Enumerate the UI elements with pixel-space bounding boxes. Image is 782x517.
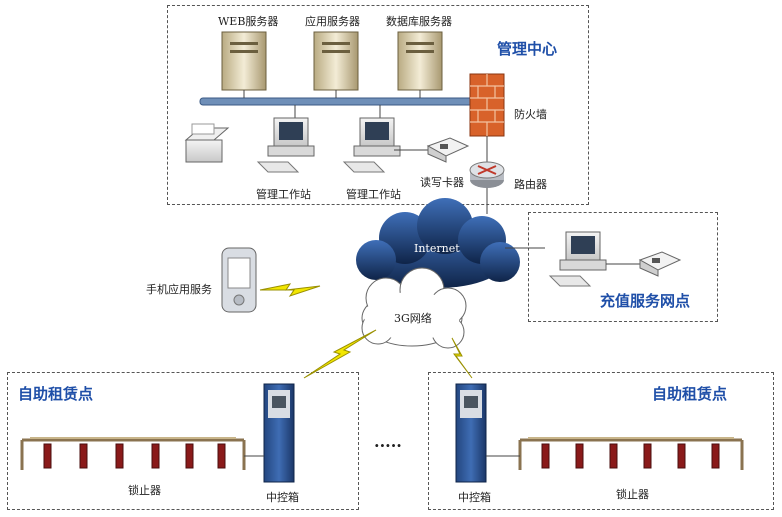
firewall-label: 防火墙 — [514, 108, 547, 121]
database-server-icon — [397, 31, 443, 91]
mobile-app-label: 手机应用服务 — [146, 283, 212, 296]
firewall-icon — [469, 73, 505, 137]
internet-cloud-icon — [356, 198, 520, 288]
mobile-phone-icon — [221, 247, 257, 313]
control-box-right-label: 中控箱 — [458, 491, 491, 504]
recharge-point-box — [528, 212, 718, 322]
web-server-icon — [221, 31, 267, 91]
workstation-2-label: 管理工作站 — [346, 188, 401, 201]
internet-label: Internet — [414, 242, 460, 255]
rental-point-right-title: 自助租赁点 — [652, 385, 728, 403]
router-icon — [469, 161, 505, 188]
bike-lock-rack-left-icon — [20, 437, 246, 470]
recharge-point-title: 充值服务网点 — [600, 292, 691, 310]
bike-locks-right — [541, 443, 720, 469]
recharge-workstation-icon — [548, 231, 607, 287]
bike-lock-rack-right-icon — [518, 437, 744, 470]
lightning-bolt-left — [303, 329, 377, 379]
workstation-1-icon — [256, 117, 315, 173]
ellipsis: ····· — [374, 436, 402, 455]
lock-label-left: 锁止器 — [128, 484, 161, 497]
control-box-left-label: 中控箱 — [266, 491, 299, 504]
lightning-bolt-right — [451, 337, 473, 379]
bike-locks-left — [43, 443, 226, 469]
rental-point-right-box — [428, 372, 774, 510]
printer-icon — [184, 123, 230, 163]
router-label: 路由器 — [514, 178, 547, 191]
db-server-label: 数据库服务器 — [386, 15, 452, 28]
management-center-title: 管理中心 — [497, 40, 558, 58]
management-center-box — [167, 5, 589, 205]
app-server-icon — [313, 31, 359, 91]
workstation-1-label: 管理工作站 — [256, 188, 311, 201]
control-box-left-icon — [263, 383, 295, 483]
recharge-card-reader-icon — [638, 251, 682, 277]
card-reader-icon — [426, 137, 470, 163]
lock-label-right: 锁止器 — [616, 488, 649, 501]
control-box-right-icon — [455, 383, 487, 483]
rental-point-left-title: 自助租赁点 — [18, 385, 94, 403]
rental-point-left-box — [7, 372, 359, 510]
card-reader-label: 读写卡器 — [420, 176, 464, 189]
lan-bus — [199, 97, 483, 106]
3g-network-label: 3G网络 — [394, 312, 432, 325]
web-server-label: WEB服务器 — [218, 15, 279, 28]
workstation-2-icon — [342, 117, 401, 173]
app-server-label: 应用服务器 — [305, 15, 360, 28]
lightning-bolt-mobile — [259, 283, 321, 297]
